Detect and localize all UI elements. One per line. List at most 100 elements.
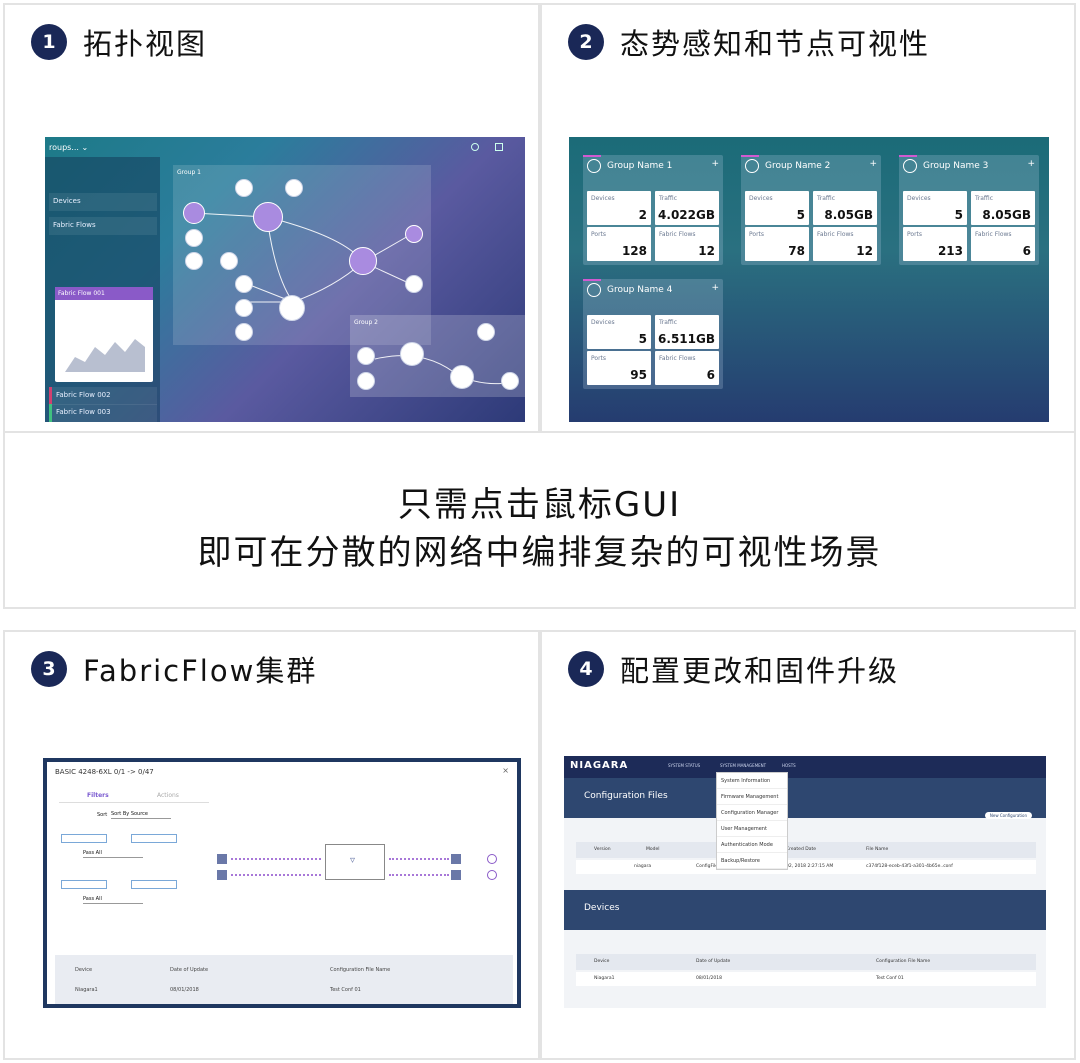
menu-item-authentication-mode[interactable]: Authentication Mode xyxy=(717,837,787,853)
menu-item-firmware-management[interactable]: Firmware Management xyxy=(717,789,787,805)
top-nav: NIAGARA SYSTEM STATUS SYSTEM MANAGEMENT … xyxy=(564,756,1046,778)
filter-node[interactable]: ▿ xyxy=(325,844,385,880)
pass-select[interactable]: Pass All xyxy=(83,850,143,858)
menu-item-user-management[interactable]: User Management xyxy=(717,821,787,837)
step-number-badge: 1 xyxy=(31,24,67,60)
panel-title: 拓扑视图 xyxy=(83,27,208,61)
sort-select[interactable]: Sort By Source xyxy=(111,811,171,819)
config-management-screenshot: NIAGARA SYSTEM STATUS SYSTEM MANAGEMENT … xyxy=(564,756,1046,1008)
fabric-flow-card-title[interactable]: Fabric Flow 001 xyxy=(55,287,153,300)
group-icon xyxy=(587,283,601,297)
menu-item-backup-restore[interactable]: Backup/Restore xyxy=(717,853,787,869)
device-node[interactable] xyxy=(285,179,303,197)
plus-icon[interactable]: + xyxy=(869,159,877,169)
sidebar-item-fabric-flows[interactable]: Fabric Flows xyxy=(49,217,157,235)
dialog-title: BASIC 4248-6XL 0/1 -> 0/47 xyxy=(55,768,154,776)
port-node[interactable] xyxy=(451,854,461,864)
device-node[interactable] xyxy=(185,252,203,270)
banner-line-1: 只需点击鼠标GUI xyxy=(397,485,682,525)
device-node[interactable] xyxy=(235,275,253,293)
port-box[interactable] xyxy=(61,834,107,843)
flow-link xyxy=(231,858,321,860)
device-node[interactable] xyxy=(235,179,253,197)
port-box[interactable] xyxy=(131,880,177,889)
port-box[interactable] xyxy=(61,880,107,889)
panel-fabricflow: 3 FabricFlow集群 BASIC 4248-6XL 0/1 -> 0/4… xyxy=(3,630,540,1060)
device-node[interactable] xyxy=(235,299,253,317)
group-icon xyxy=(903,159,917,173)
config-table: Device Date of Update Configuration File… xyxy=(55,955,513,1004)
panel-header: 1 拓扑视图 xyxy=(31,21,207,63)
table-row[interactable]: niagara ConfigFile 02, 2018 2:27:15 AM c… xyxy=(576,860,1036,874)
plus-icon[interactable]: + xyxy=(711,159,719,169)
group-2-label: Group 2 xyxy=(354,319,378,326)
port-box[interactable] xyxy=(131,834,177,843)
panel-header: 4 配置更改和固件升级 xyxy=(568,648,899,690)
step-number-badge: 2 xyxy=(568,24,604,60)
topology-screenshot: roups... ⌄ Devices Fabric Flows Fabric F… xyxy=(45,137,525,422)
group-1-label: Group 1 xyxy=(177,169,201,176)
niagara-logo: NIAGARA xyxy=(570,760,629,771)
device-node[interactable] xyxy=(501,372,519,390)
group-name: Group Name 2 xyxy=(765,161,831,171)
port-node[interactable] xyxy=(451,870,461,880)
group-icon xyxy=(745,159,759,173)
filter-icon: ▿ xyxy=(350,855,356,866)
device-node[interactable] xyxy=(405,225,423,243)
step-number-badge: 3 xyxy=(31,651,67,687)
device-node[interactable] xyxy=(235,323,253,341)
configuration-files-header: Configuration Files xyxy=(564,778,1046,818)
search-icon[interactable] xyxy=(471,143,479,151)
device-node[interactable] xyxy=(405,275,423,293)
group-name: Group Name 3 xyxy=(923,161,989,171)
device-node[interactable] xyxy=(220,252,238,270)
tool-node[interactable] xyxy=(487,870,497,880)
tab-actions[interactable]: Actions xyxy=(157,792,179,799)
nav-hosts[interactable]: HOSTS xyxy=(782,763,796,768)
device-node[interactable] xyxy=(400,342,424,366)
step-number-badge: 4 xyxy=(568,651,604,687)
device-node[interactable] xyxy=(357,347,375,365)
system-management-menu: System Information Firmware Management C… xyxy=(716,772,788,870)
port-node[interactable] xyxy=(217,854,227,864)
close-icon[interactable]: × xyxy=(502,766,509,775)
settings-icon[interactable] xyxy=(495,143,503,151)
device-node[interactable] xyxy=(185,229,203,247)
sidebar-item-flow-002[interactable]: Fabric Flow 002 xyxy=(49,387,157,405)
device-node[interactable] xyxy=(357,372,375,390)
group-name: Group Name 4 xyxy=(607,285,673,295)
group-name: Group Name 1 xyxy=(607,161,673,171)
tool-node[interactable] xyxy=(487,854,497,864)
menu-item-configuration-manager[interactable]: Configuration Manager xyxy=(717,805,787,821)
flow-link xyxy=(231,874,321,876)
banner-line-2: 即可在分散的网络中编排复杂的可视性场景 xyxy=(197,533,882,573)
device-node[interactable] xyxy=(183,202,205,224)
device-node[interactable] xyxy=(477,323,495,341)
pass-select[interactable]: Pass All xyxy=(83,896,143,904)
device-node[interactable] xyxy=(279,295,305,321)
sidebar-item-flow-003[interactable]: Fabric Flow 003 xyxy=(49,404,157,422)
nav-system-status[interactable]: SYSTEM STATUS xyxy=(668,763,701,768)
groups-dropdown[interactable]: roups... ⌄ xyxy=(49,143,89,152)
sidebar-item-devices[interactable]: Devices xyxy=(49,193,157,211)
table-row[interactable]: Niagara1 08/01/2018 Test Conf 01 xyxy=(576,972,1036,986)
port-node[interactable] xyxy=(217,870,227,880)
plus-icon[interactable]: + xyxy=(711,283,719,293)
devices-header: Devices xyxy=(564,890,1046,930)
tab-filters[interactable]: Filters xyxy=(87,792,109,799)
plus-icon[interactable]: + xyxy=(1027,159,1035,169)
section-title: Devices xyxy=(584,903,620,913)
flow-link xyxy=(389,858,449,860)
device-node[interactable] xyxy=(450,365,474,389)
device-node[interactable] xyxy=(253,202,283,232)
menu-item-system-information[interactable]: System Information xyxy=(717,773,787,789)
new-configuration-button[interactable]: New Configuration xyxy=(984,812,1032,819)
panel-title: 配置更改和固件升级 xyxy=(620,654,900,688)
device-node[interactable] xyxy=(349,247,377,275)
nav-system-management[interactable]: SYSTEM MANAGEMENT xyxy=(720,763,767,768)
panel-topology: 1 拓扑视图 roups... ⌄ Devices Fabric Flows F… xyxy=(3,3,540,433)
